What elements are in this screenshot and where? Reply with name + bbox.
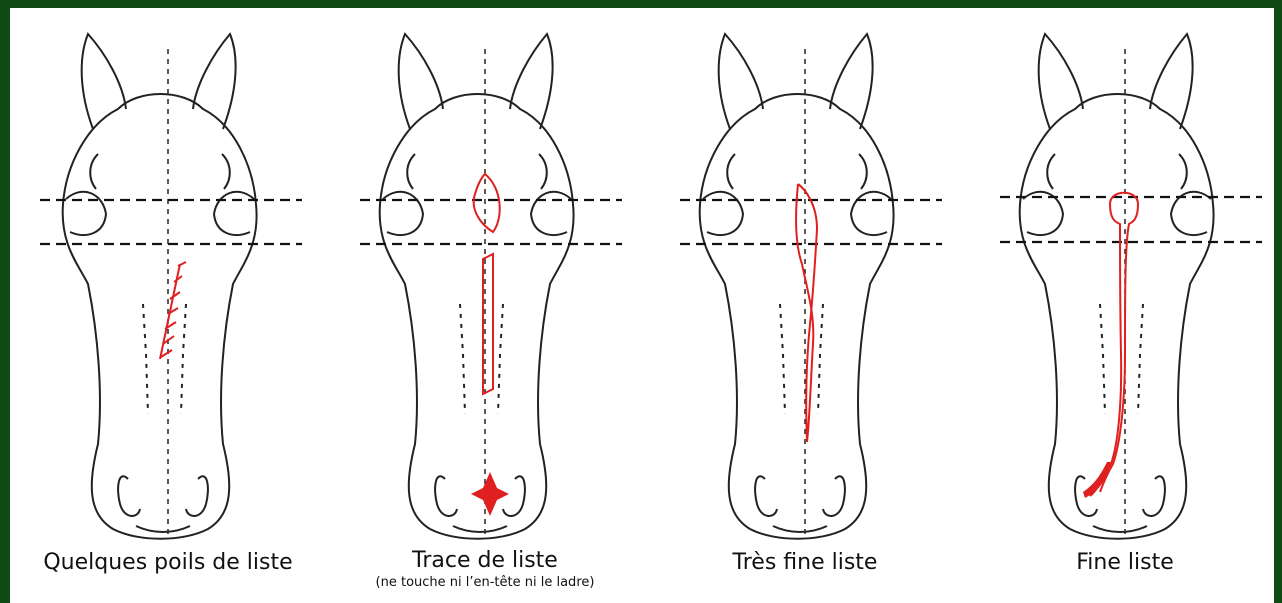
horse-head-drawing-4: [975, 14, 1275, 544]
horse-head-panel-4: [975, 14, 1275, 544]
horse-head-panel-1: [18, 14, 318, 544]
caption-quelques-poils: Quelques poils de liste: [8, 550, 328, 575]
caption-fine-liste: Fine liste: [965, 550, 1282, 575]
caption-sublabel: (ne touche ni l’en-tête ni le ladre): [325, 575, 645, 590]
caption-label: Quelques poils de liste: [43, 550, 292, 575]
horse-head-drawing-2: [335, 14, 635, 544]
horse-head-drawing-1: [18, 14, 318, 544]
horse-head-panel-2: [335, 14, 635, 544]
caption-label: Fine liste: [1076, 550, 1174, 575]
caption-trace-de-liste: Trace de liste (ne touche ni l’en-tête n…: [325, 548, 645, 590]
horse-head-panel-3: [655, 14, 955, 544]
caption-tres-fine-liste: Très fine liste: [645, 550, 965, 575]
caption-label: Trace de liste: [412, 548, 558, 573]
caption-label: Très fine liste: [733, 550, 878, 575]
horse-head-drawing-3: [655, 14, 955, 544]
